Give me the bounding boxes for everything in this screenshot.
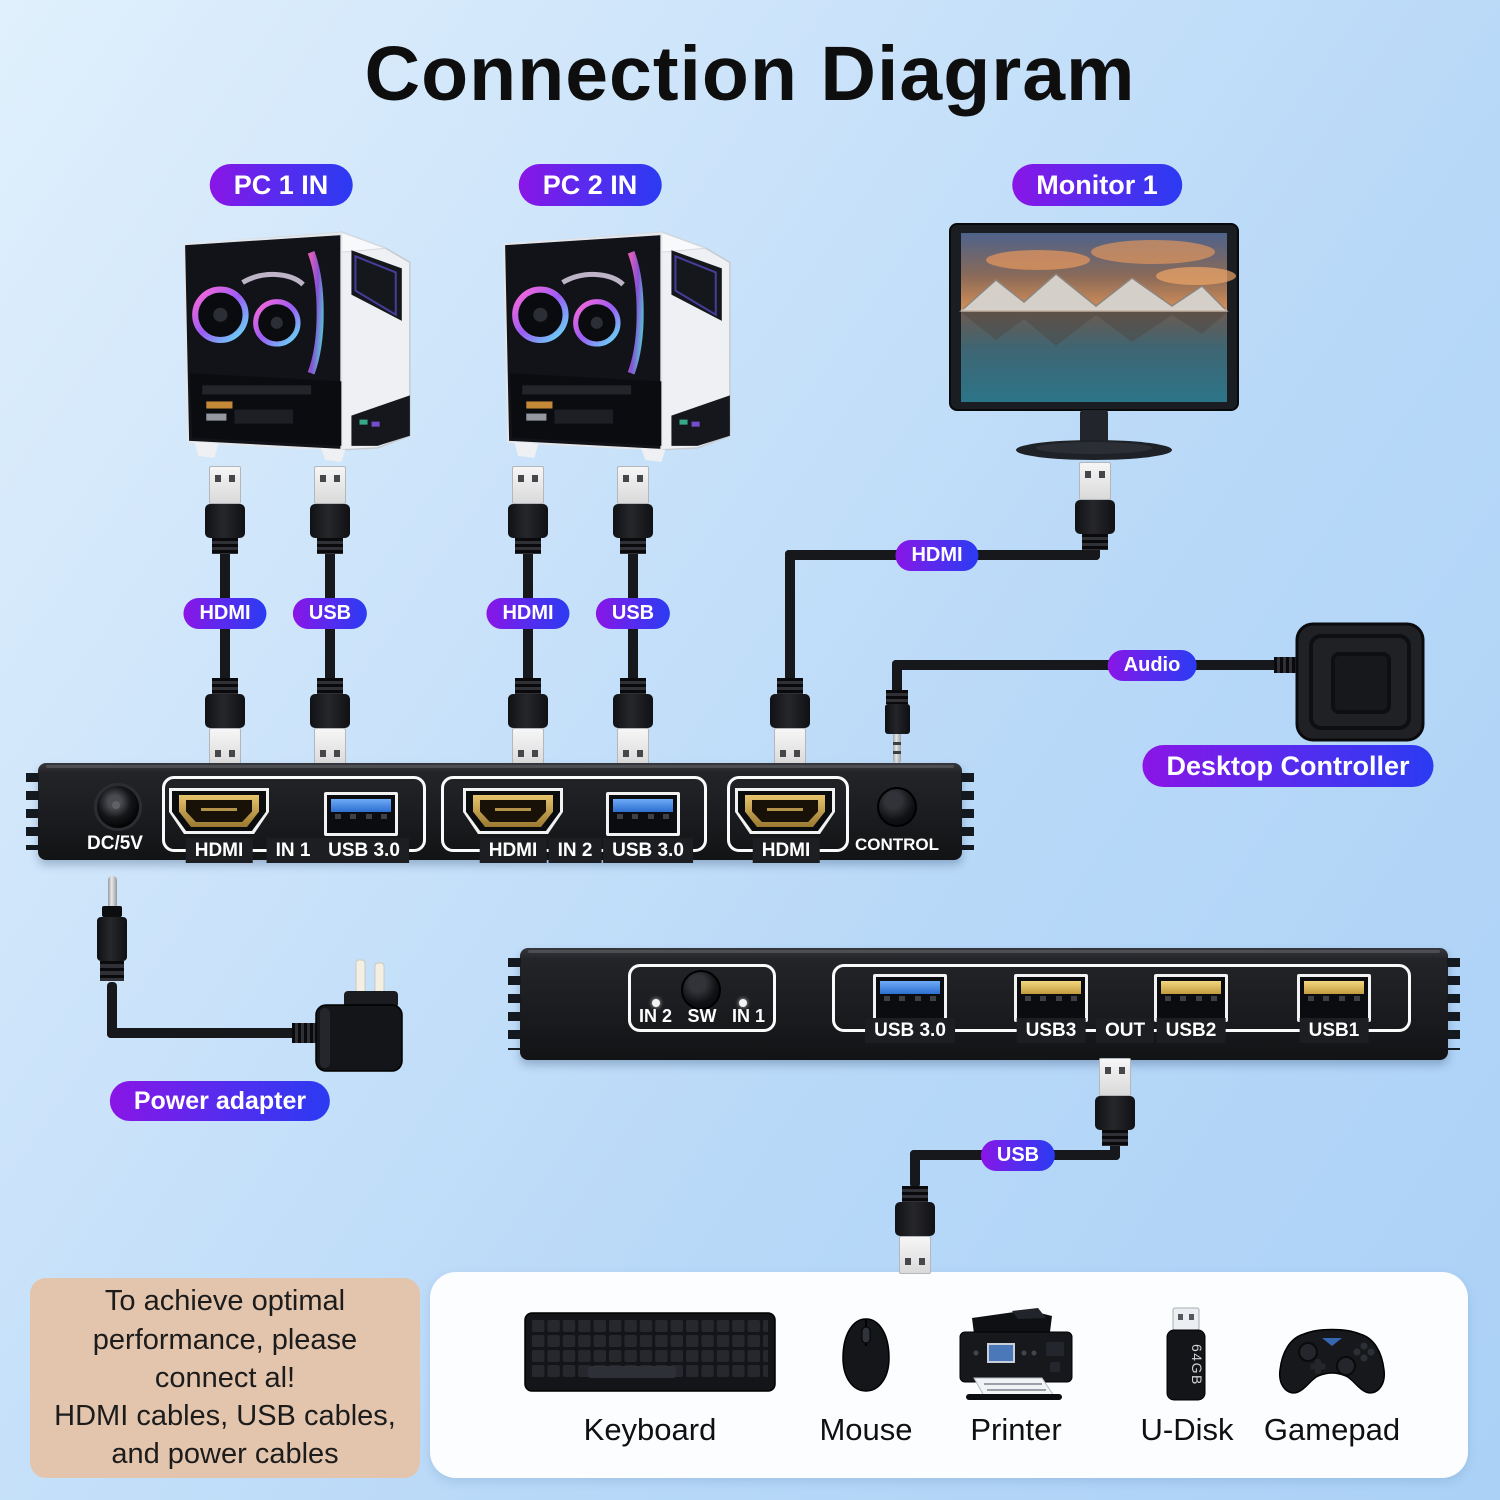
cable-strain-relief: [292, 1023, 320, 1043]
usb-connector-icon: [1095, 1058, 1135, 1146]
audio-jack-icon: [884, 690, 910, 764]
usb-out-group: USB 3.0 USB3 OUT USB2 USB1: [832, 964, 1411, 1043]
printer-image: [954, 1306, 1078, 1402]
heatsink-fins: [961, 773, 974, 850]
usb-connector-icon: [310, 678, 350, 766]
sw-button: [681, 970, 721, 1010]
usb2-port: [1154, 974, 1228, 1022]
port-label: HDMI: [752, 838, 820, 863]
usb-connector-icon: [508, 466, 548, 554]
in2-led: [652, 999, 660, 1007]
hdmi-cable-label: HDMI: [183, 598, 267, 629]
udisk-capacity-label: 64GB: [1189, 1344, 1205, 1386]
hub-usb-cable: [1110, 1138, 1120, 1160]
port-label: OUT: [1095, 1018, 1155, 1043]
monitor-image: [948, 222, 1240, 462]
note-text: To achieve optimal performance, please c…: [54, 1285, 396, 1471]
control-port: [877, 787, 917, 827]
usb-connector-icon: [205, 466, 245, 554]
usb-cable-label: USB: [980, 1140, 1056, 1171]
audio-cable: [892, 660, 1304, 670]
dc-barrel-connector-icon: [96, 876, 128, 981]
usb3-in1-port: [324, 792, 398, 836]
usb30-port: [873, 974, 947, 1022]
monitor-cable: [785, 550, 795, 690]
kvm-switch-rear-panel: IN 2 SW IN 1 USB 3.0 USB3 OUT USB2 USB1: [508, 948, 1460, 1060]
gamepad-image: [1274, 1322, 1390, 1402]
usb1-port: [1297, 974, 1371, 1022]
port-label: USB1: [1299, 1018, 1369, 1043]
desktop-controller-image: [1295, 622, 1425, 742]
monitor1-badge: Monitor 1: [1012, 164, 1182, 206]
port-label: IN 1: [266, 838, 320, 863]
hdmi-cable-label: HDMI: [486, 598, 570, 629]
mouse-image: [842, 1318, 890, 1392]
port-label: HDMI: [185, 838, 253, 863]
control-label: CONTROL: [854, 835, 940, 854]
usb-cable-label: USB: [595, 598, 671, 629]
usb3-port: [1014, 974, 1088, 1022]
desktop-controller-badge: Desktop Controller: [1142, 745, 1434, 787]
heatsink-fins: [508, 958, 521, 1050]
keyboard-image: [524, 1312, 776, 1392]
hdmi-out-group: HDMI: [727, 776, 849, 863]
heatsink-fins: [26, 773, 39, 850]
switch-labels: IN 2 SW IN 1: [639, 1006, 765, 1027]
page-title: Connection Diagram: [364, 31, 1136, 117]
in2-label: IN 2: [639, 1006, 673, 1026]
usb-connector-icon: [205, 678, 245, 766]
sw-label: SW: [687, 1006, 717, 1026]
kvm-switch-front-panel: DC/5V HDMI IN 1 USB 3.0 HDMI IN 2 USB 3.…: [26, 763, 974, 863]
hdmi-cable-label: HDMI: [895, 540, 979, 571]
usb-connector-icon: [613, 678, 653, 766]
hdmi-in1-port: [169, 788, 269, 834]
input1-port-group: HDMI IN 1 USB 3.0: [162, 776, 426, 863]
usb-connector-icon: [1075, 462, 1115, 550]
port-label: USB2: [1156, 1018, 1226, 1043]
usb-connector-icon: [895, 1186, 935, 1274]
port-label: USB 3.0: [865, 1018, 955, 1043]
usb-connector-icon: [613, 466, 653, 554]
usb3-in2-port: [606, 792, 680, 836]
usb-connector-icon: [508, 678, 548, 766]
note-box: To achieve optimal performance, please c…: [30, 1278, 420, 1478]
printer-label: Printer: [970, 1412, 1062, 1447]
pc1-tower-image: [172, 222, 424, 464]
port-label: HDMI: [479, 838, 547, 863]
in1-label: IN 1: [731, 1006, 765, 1026]
power-cable: [107, 982, 117, 1038]
port-label: IN 2: [548, 838, 602, 863]
hub-usb-cable: [910, 1150, 920, 1188]
pc2-in-badge: PC 2 IN: [518, 164, 662, 206]
udisk-label: U-Disk: [1140, 1412, 1234, 1447]
usb-connector-icon: [770, 678, 810, 766]
port-label: USB 3.0: [319, 838, 409, 863]
mouse-label: Mouse: [819, 1412, 913, 1447]
power-cable: [107, 1028, 297, 1038]
hdmi-out-port: [735, 788, 835, 834]
audio-cable: [892, 660, 902, 694]
usb-cable-label: USB: [292, 598, 368, 629]
gamepad-label: Gamepad: [1263, 1412, 1401, 1447]
switch-group: IN 2 SW IN 1: [628, 964, 776, 1032]
in1-led: [739, 999, 747, 1007]
pc1-in-badge: PC 1 IN: [209, 164, 353, 206]
port-label: USB3: [1016, 1018, 1086, 1043]
power-adapter-image: [296, 958, 406, 1076]
cable-strain-relief: [1274, 657, 1300, 673]
keyboard-label: Keyboard: [583, 1412, 717, 1447]
input2-port-group: HDMI IN 2 USB 3.0: [441, 776, 707, 863]
power-adapter-badge: Power adapter: [109, 1081, 331, 1121]
port-label: USB 3.0: [603, 838, 693, 863]
audio-cable-label: Audio: [1107, 650, 1197, 681]
dc-port-label: DC/5V: [87, 833, 143, 854]
hdmi-in2-port: [463, 788, 563, 834]
usb-connector-icon: [310, 466, 350, 554]
dc-power-jack: [94, 783, 142, 831]
pc2-tower-image: [492, 222, 744, 464]
udisk-image: 64GB: [1164, 1306, 1208, 1402]
heatsink-fins: [1447, 958, 1460, 1050]
